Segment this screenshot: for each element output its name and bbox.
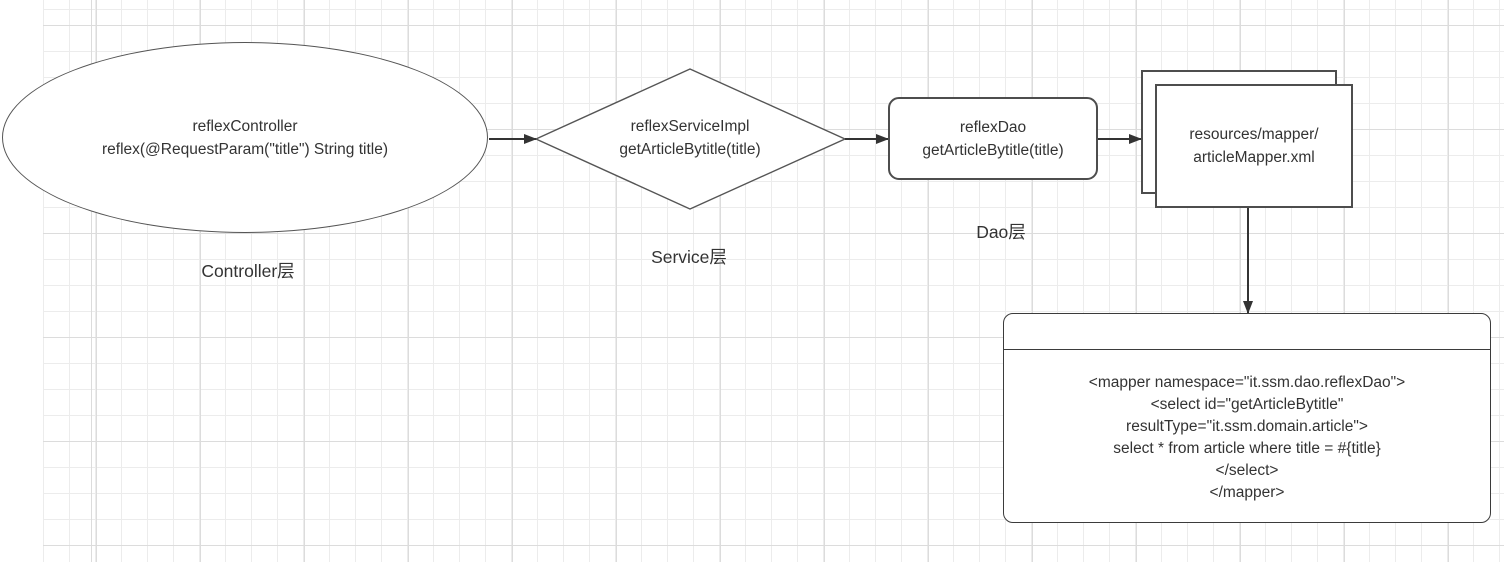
dao-node-subtitle: getArticleBytitle(title)	[922, 141, 1064, 159]
mapper-xml-code: <mapper namespace="it.ssm.dao.reflexDao"…	[1004, 350, 1490, 504]
controller-layer-label: Controller层	[201, 261, 295, 281]
xml-code-line: </select>	[1215, 462, 1279, 479]
mapper-file-subtitle: articleMapper.xml	[1193, 149, 1315, 166]
mapper-file-node: resources/mapper/ articleMapper.xml	[1155, 84, 1353, 208]
xml-code-line: </mapper>	[1209, 484, 1285, 501]
service-node-subtitle: getArticleBytitle(title)	[619, 141, 761, 158]
xml-code-line: <select id="getArticleBytitle"	[1150, 396, 1344, 413]
mapper-xml-node: <mapper namespace="it.ssm.dao.reflexDao"…	[1003, 313, 1491, 523]
dao-node: reflexDao getArticleBytitle(title)	[888, 97, 1098, 180]
service-layer-label: Service层	[651, 247, 727, 267]
xml-code-line: <mapper namespace="it.ssm.dao.reflexDao"…	[1088, 374, 1406, 391]
service-node-title: reflexServiceImpl	[630, 118, 750, 135]
dao-node-title: reflexDao	[959, 118, 1027, 136]
dao-layer-label: Dao层	[976, 222, 1026, 242]
mapper-file-title: resources/mapper/	[1189, 126, 1319, 143]
controller-node: reflexController reflex(@RequestParam("t…	[2, 42, 488, 233]
xml-code-line: select * from article where title = #{ti…	[1113, 440, 1381, 457]
xml-code-line: resultType="it.ssm.domain.article">	[1126, 418, 1368, 435]
controller-node-subtitle: reflex(@RequestParam("title") String tit…	[101, 140, 389, 158]
service-node: reflexServiceImpl getArticleBytitle(titl…	[540, 115, 840, 161]
mapper-xml-node-header	[1004, 314, 1490, 350]
controller-node-title: reflexController	[192, 117, 298, 135]
